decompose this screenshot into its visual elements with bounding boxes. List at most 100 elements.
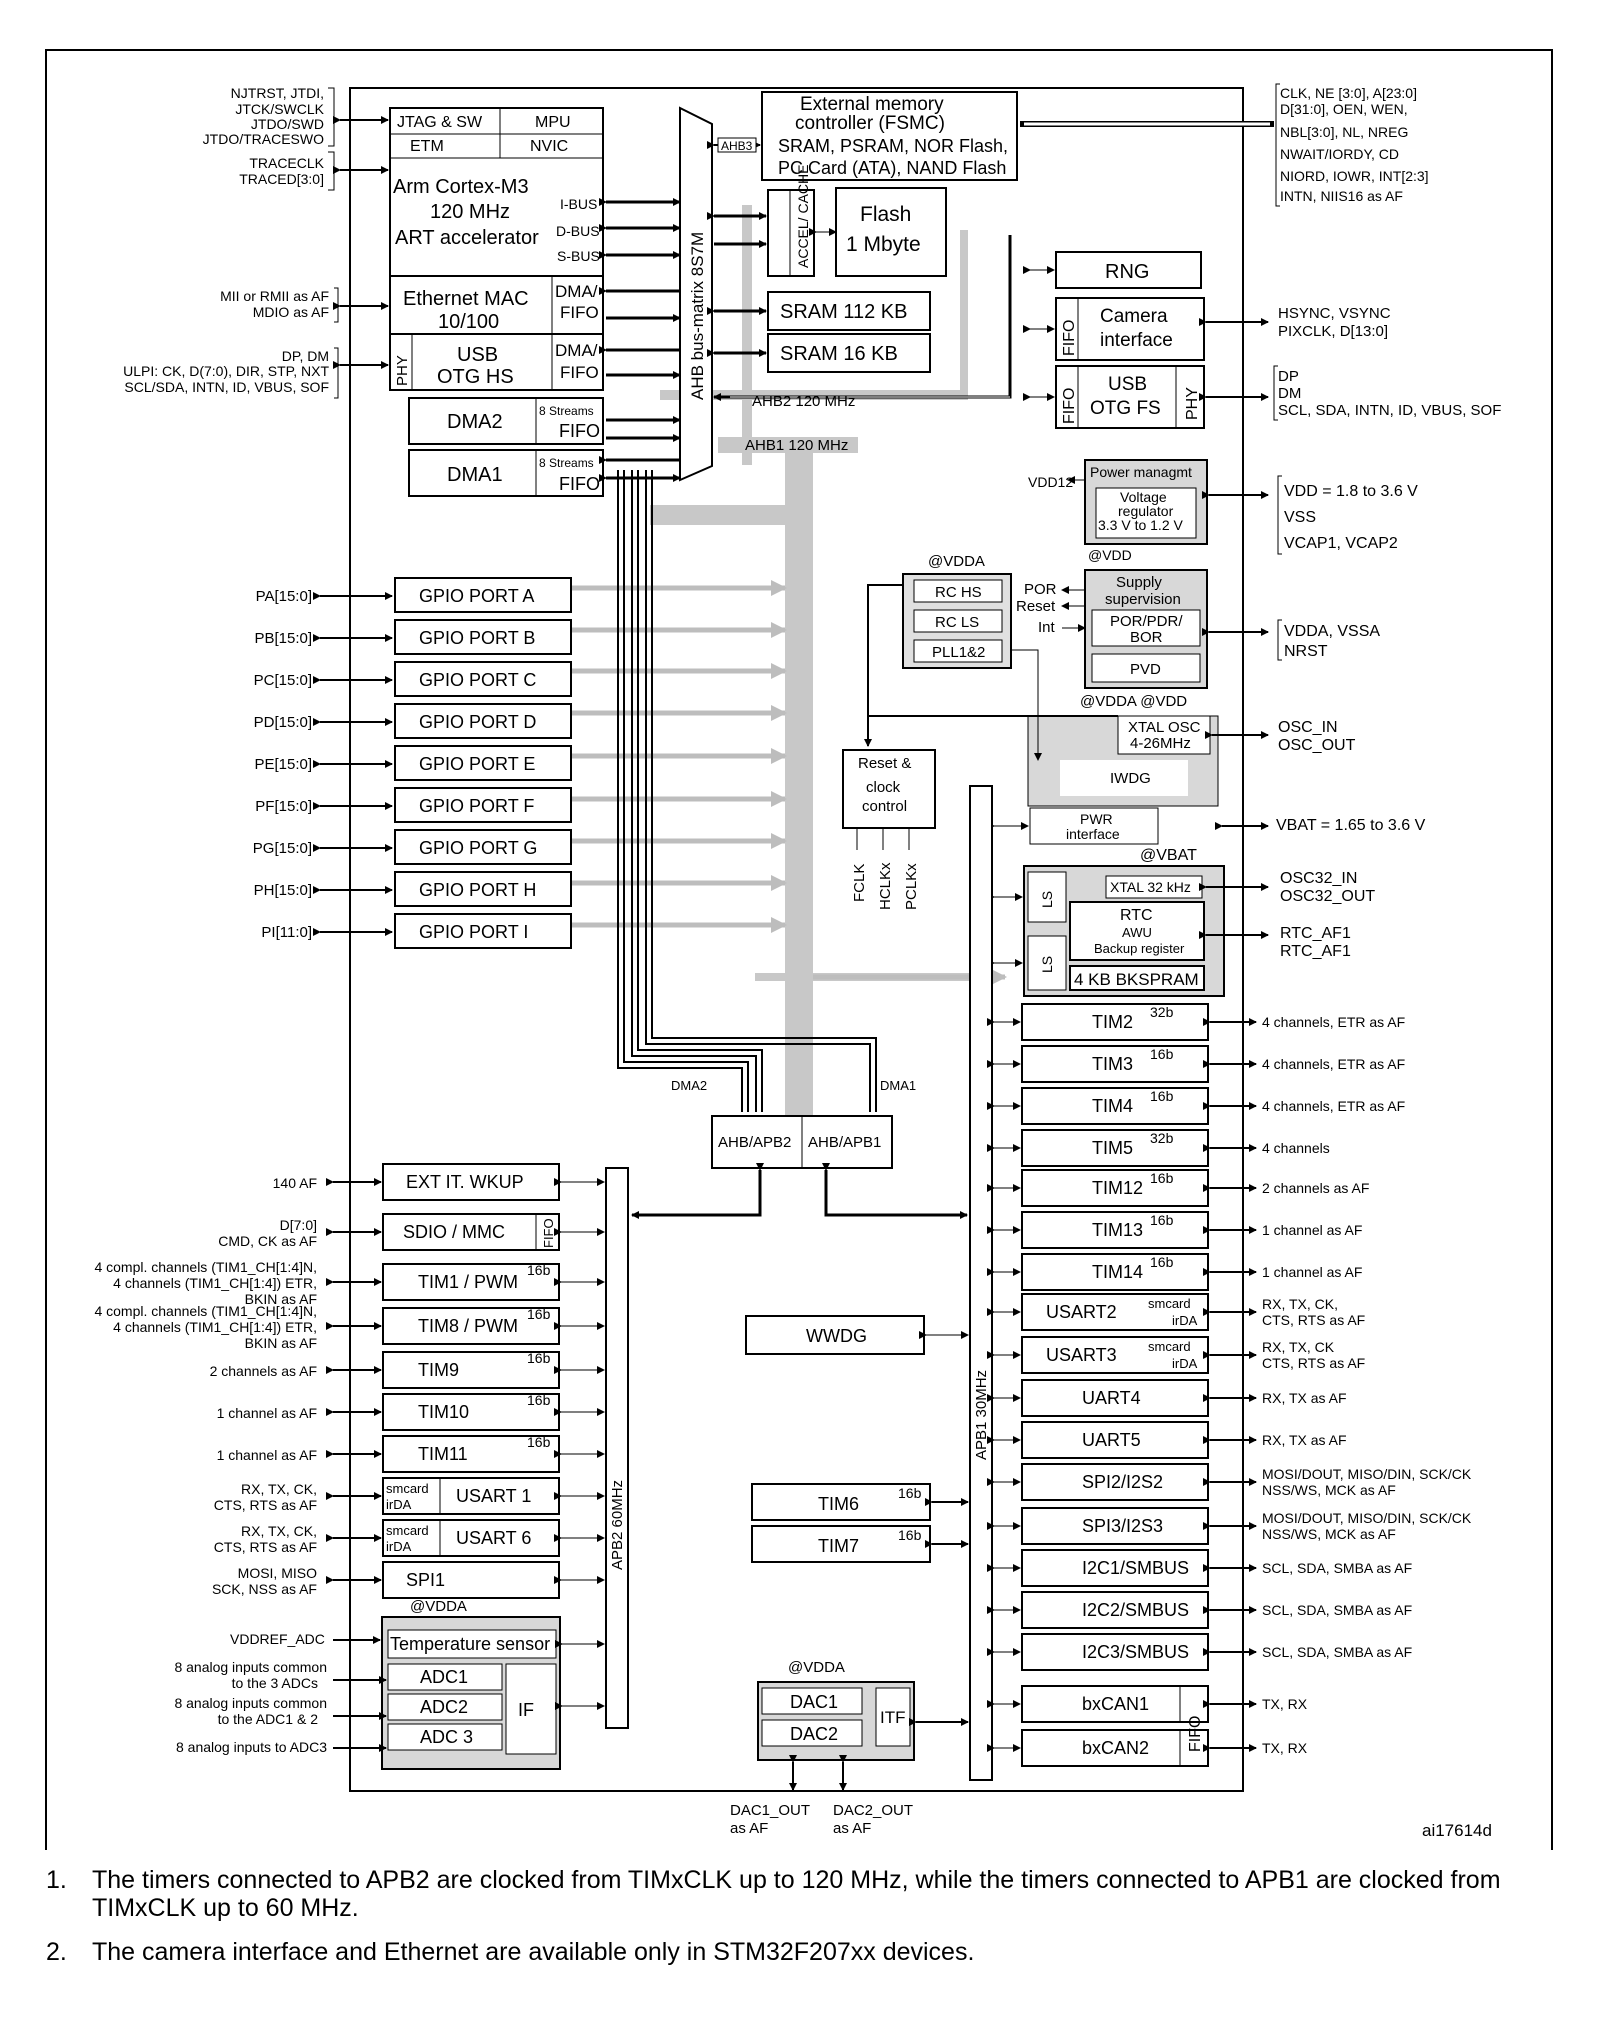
gpio-port-box [394, 871, 572, 907]
xtal32-label: XTAL 32 kHz [1110, 879, 1191, 895]
dma1-label: DMA1 [447, 464, 503, 486]
trace-signal-2: TRACED[3:0] [239, 171, 324, 187]
fsmc-signal-2: D[31:0], OEN, WEN, [1280, 101, 1408, 117]
dma2-block: DMA2 8 Streams FIFO [408, 397, 604, 445]
apb2-signal-label: BKIN as AF [245, 1335, 317, 1351]
dma-bridge-lines [617, 470, 877, 1112]
mpu-label: MPU [535, 114, 571, 131]
timer-bits-label: 16b [527, 1392, 551, 1408]
pvd-label: PVD [1130, 661, 1161, 678]
gpio-pin-label: PB[15:0] [254, 630, 312, 647]
dma1-fifo: FIFO [559, 474, 600, 494]
fsmc-memories-2: PC Card (ATA), NAND Flash [778, 158, 1006, 178]
osc-signal-2: OSC_OUT [1278, 737, 1356, 754]
apb1-signal-label: SCL, SDA, SMBA as AF [1262, 1602, 1412, 1618]
dma1-bridge-label: DMA1 [880, 1078, 916, 1093]
usb-fs-phy: PHY [1184, 387, 1201, 420]
gpio-port-box [394, 703, 572, 739]
eth-dma-label: DMA/ [555, 282, 598, 301]
apb2-signal-label: BKIN as AF [245, 1291, 317, 1307]
trace-signal-1: TRACECLK [249, 155, 324, 171]
rng-label: RNG [1105, 261, 1149, 283]
apb1-signal-label: 1 channel as AF [1262, 1264, 1362, 1280]
sdio-fifo-label: FIFO [541, 1218, 556, 1248]
ahb3-box [717, 137, 757, 153]
apb2-periph-box [382, 1163, 560, 1201]
osc32-signal-1: OSC32_IN [1280, 870, 1357, 887]
gpio-pin-label: PD[15:0] [254, 714, 312, 731]
apb2-periph-name: SDIO / MMC [403, 1222, 505, 1242]
regulator-3: 3.3 V to 1.2 V [1098, 517, 1183, 533]
usb-fs-signal-1: DP [1278, 368, 1299, 385]
camera-fifo: FIFO [1061, 320, 1078, 356]
apb2-periph-name: TIM8 / PWM [418, 1316, 518, 1336]
int-text: Int [1038, 619, 1056, 636]
camera-block: FIFO Camera interface [1055, 297, 1205, 361]
xtal-osc-freq: 4-26MHz [1130, 735, 1191, 752]
usb-hs-fifo-label: FIFO [560, 363, 599, 382]
apb1-periph-box [1021, 1379, 1209, 1417]
gpio-pin-label: PI[11:0] [261, 924, 312, 941]
apb1-periph-box [1021, 1729, 1209, 1767]
reset-clock-control: Reset & clock control [842, 749, 936, 829]
tim7-label: TIM7 [818, 1536, 859, 1556]
can-fifo-label: FIFO [1187, 1716, 1204, 1752]
apb1-signal-label: SCL, SDA, SMBA as AF [1262, 1644, 1412, 1660]
dbus-label: D-BUS [556, 223, 600, 239]
apb1-signal-label: MOSI/DOUT, MISO/DIN, SCK/CK [1262, 1466, 1472, 1482]
apb2-signal-label: CTS, RTS as AF [214, 1539, 317, 1555]
reset-clock-1: Reset & [858, 755, 911, 772]
ulpi-signal-2: ULPI: CK, D(7:0), DIR, STP, NXT [123, 363, 329, 379]
bracket [334, 347, 339, 399]
pclk-label: PCLKx [903, 863, 920, 910]
accel-cache-block: ACCEL/ CACHE [767, 165, 815, 277]
footnote-number: 2. [46, 1938, 67, 1966]
gpio-port-label: GPIO PORT F [419, 796, 534, 816]
camera-interface: interface [1100, 330, 1173, 351]
apb1-periph-name: I2C2/SMBUS [1082, 1600, 1189, 1620]
ahb1-label: AHB1 120 MHz [745, 437, 848, 454]
gpio-port-label: GPIO PORT H [419, 880, 536, 900]
usb-fs-otg: OTG FS [1090, 398, 1161, 419]
apb1-signal-label: SCL, SDA, SMBA as AF [1262, 1560, 1412, 1576]
apb1-periph-name: TIM14 [1092, 1262, 1143, 1282]
apb1-periph-name: I2C3/SMBUS [1082, 1642, 1189, 1662]
gpio-ports: GPIO PORT APA[15:0]GPIO PORT BPB[15:0]GP… [253, 577, 572, 949]
camera-signal-2: PIXCLK, D[13:0] [1278, 323, 1388, 340]
figure-frame [45, 49, 1553, 1850]
camera-signal-1: HSYNC, VSYNC [1278, 305, 1391, 322]
xtal-osc-label: XTAL OSC [1128, 719, 1201, 736]
apb1-signal-label: RX, TX as AF [1262, 1390, 1347, 1406]
footnote-2: 2. The camera interface and Ethernet are… [40, 1938, 1560, 1966]
apb2-periph-name: EXT IT. WKUP [406, 1172, 524, 1192]
bracket [334, 287, 339, 323]
gpio-port-label: GPIO PORT G [419, 838, 537, 858]
timer-bits-label: 16b [1150, 1088, 1174, 1104]
apb1-periph-name: UART5 [1082, 1430, 1141, 1450]
bus-matrix-label: AHB bus-matrix 8S7M [688, 232, 707, 400]
cortex-core: JTAG & SW MPU ETM NVIC Arm Cortex-M3 120… [389, 107, 604, 277]
cpu-freq: 120 MHz [430, 201, 510, 223]
apb1-signal-label: CTS, RTS as AF [1262, 1355, 1365, 1371]
chip-boundary [349, 87, 1244, 1792]
gpio-pin-label: PH[15:0] [254, 882, 312, 899]
apb1-periph-box [1021, 1169, 1209, 1207]
apb1-periph-box [1021, 1591, 1209, 1629]
dma2-streams: 8 Streams [539, 404, 594, 418]
apb1-periph-name: I2C1/SMBUS [1082, 1558, 1189, 1578]
dac1-out-1: DAC1_OUT [730, 1802, 810, 1819]
apb2-signal-label: 4 channels (TIM1_CH[1:4]) ETR, [113, 1319, 317, 1335]
apb1-signal-label: TX, RX [1262, 1740, 1308, 1756]
master-bus-arrows [599, 198, 681, 482]
footnote-1: 1. The timers connected to APB2 are cloc… [40, 1866, 1560, 1922]
fsmc-memories-1: SRAM, PSRAM, NOR Flash, [778, 136, 1008, 156]
apb1-periph-name: USART3 [1046, 1345, 1117, 1365]
rc-oscillators: RC HS RC LS PLL1&2 [902, 573, 1012, 669]
reset-text: Reset [1016, 598, 1056, 615]
reset-clock-3: control [862, 798, 907, 815]
apb2-signal-label: CTS, RTS as AF [214, 1497, 317, 1513]
ahb-apb-bridges: AHB/APB2 AHB/APB1 [711, 1115, 893, 1169]
apb2-signal-label: RX, TX, CK, [241, 1481, 317, 1497]
hclk-label: HCLKx [877, 862, 894, 910]
